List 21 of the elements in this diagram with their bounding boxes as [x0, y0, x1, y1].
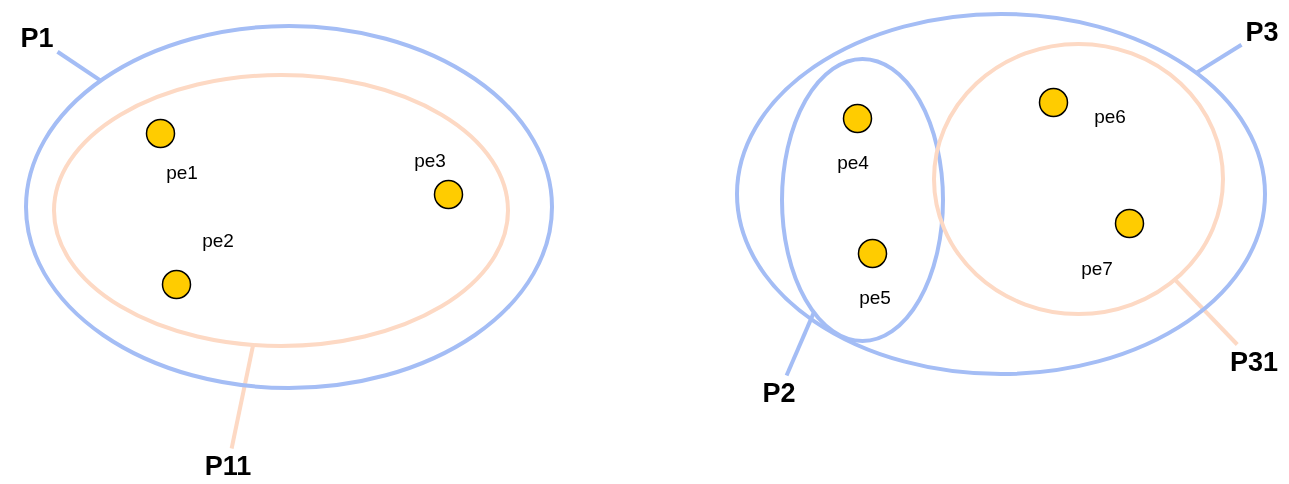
point-label: pe7 — [1081, 258, 1113, 278]
set-label: P11 — [204, 452, 252, 480]
point-label: pe4 — [837, 152, 869, 172]
point-label: pe2 — [202, 230, 234, 250]
ellipse-outline — [24, 24, 554, 390]
leader-line — [784, 311, 816, 377]
ellipse-outline — [52, 73, 510, 348]
set-label: P2 — [762, 379, 796, 407]
leader-line — [229, 344, 256, 449]
leader-line — [1173, 278, 1239, 346]
leader-line — [56, 50, 102, 83]
set-label: P31 — [1230, 348, 1278, 376]
point-label: pe3 — [414, 150, 446, 170]
ellipse-outline — [932, 42, 1225, 316]
point-label: pe5 — [859, 287, 891, 307]
point-label: pe6 — [1094, 106, 1126, 126]
set-label: P1 — [20, 24, 54, 52]
leader-line — [1195, 43, 1243, 75]
ellipse-outline — [780, 57, 945, 343]
set-label: P3 — [1245, 18, 1279, 46]
point-label: pe1 — [166, 162, 198, 182]
